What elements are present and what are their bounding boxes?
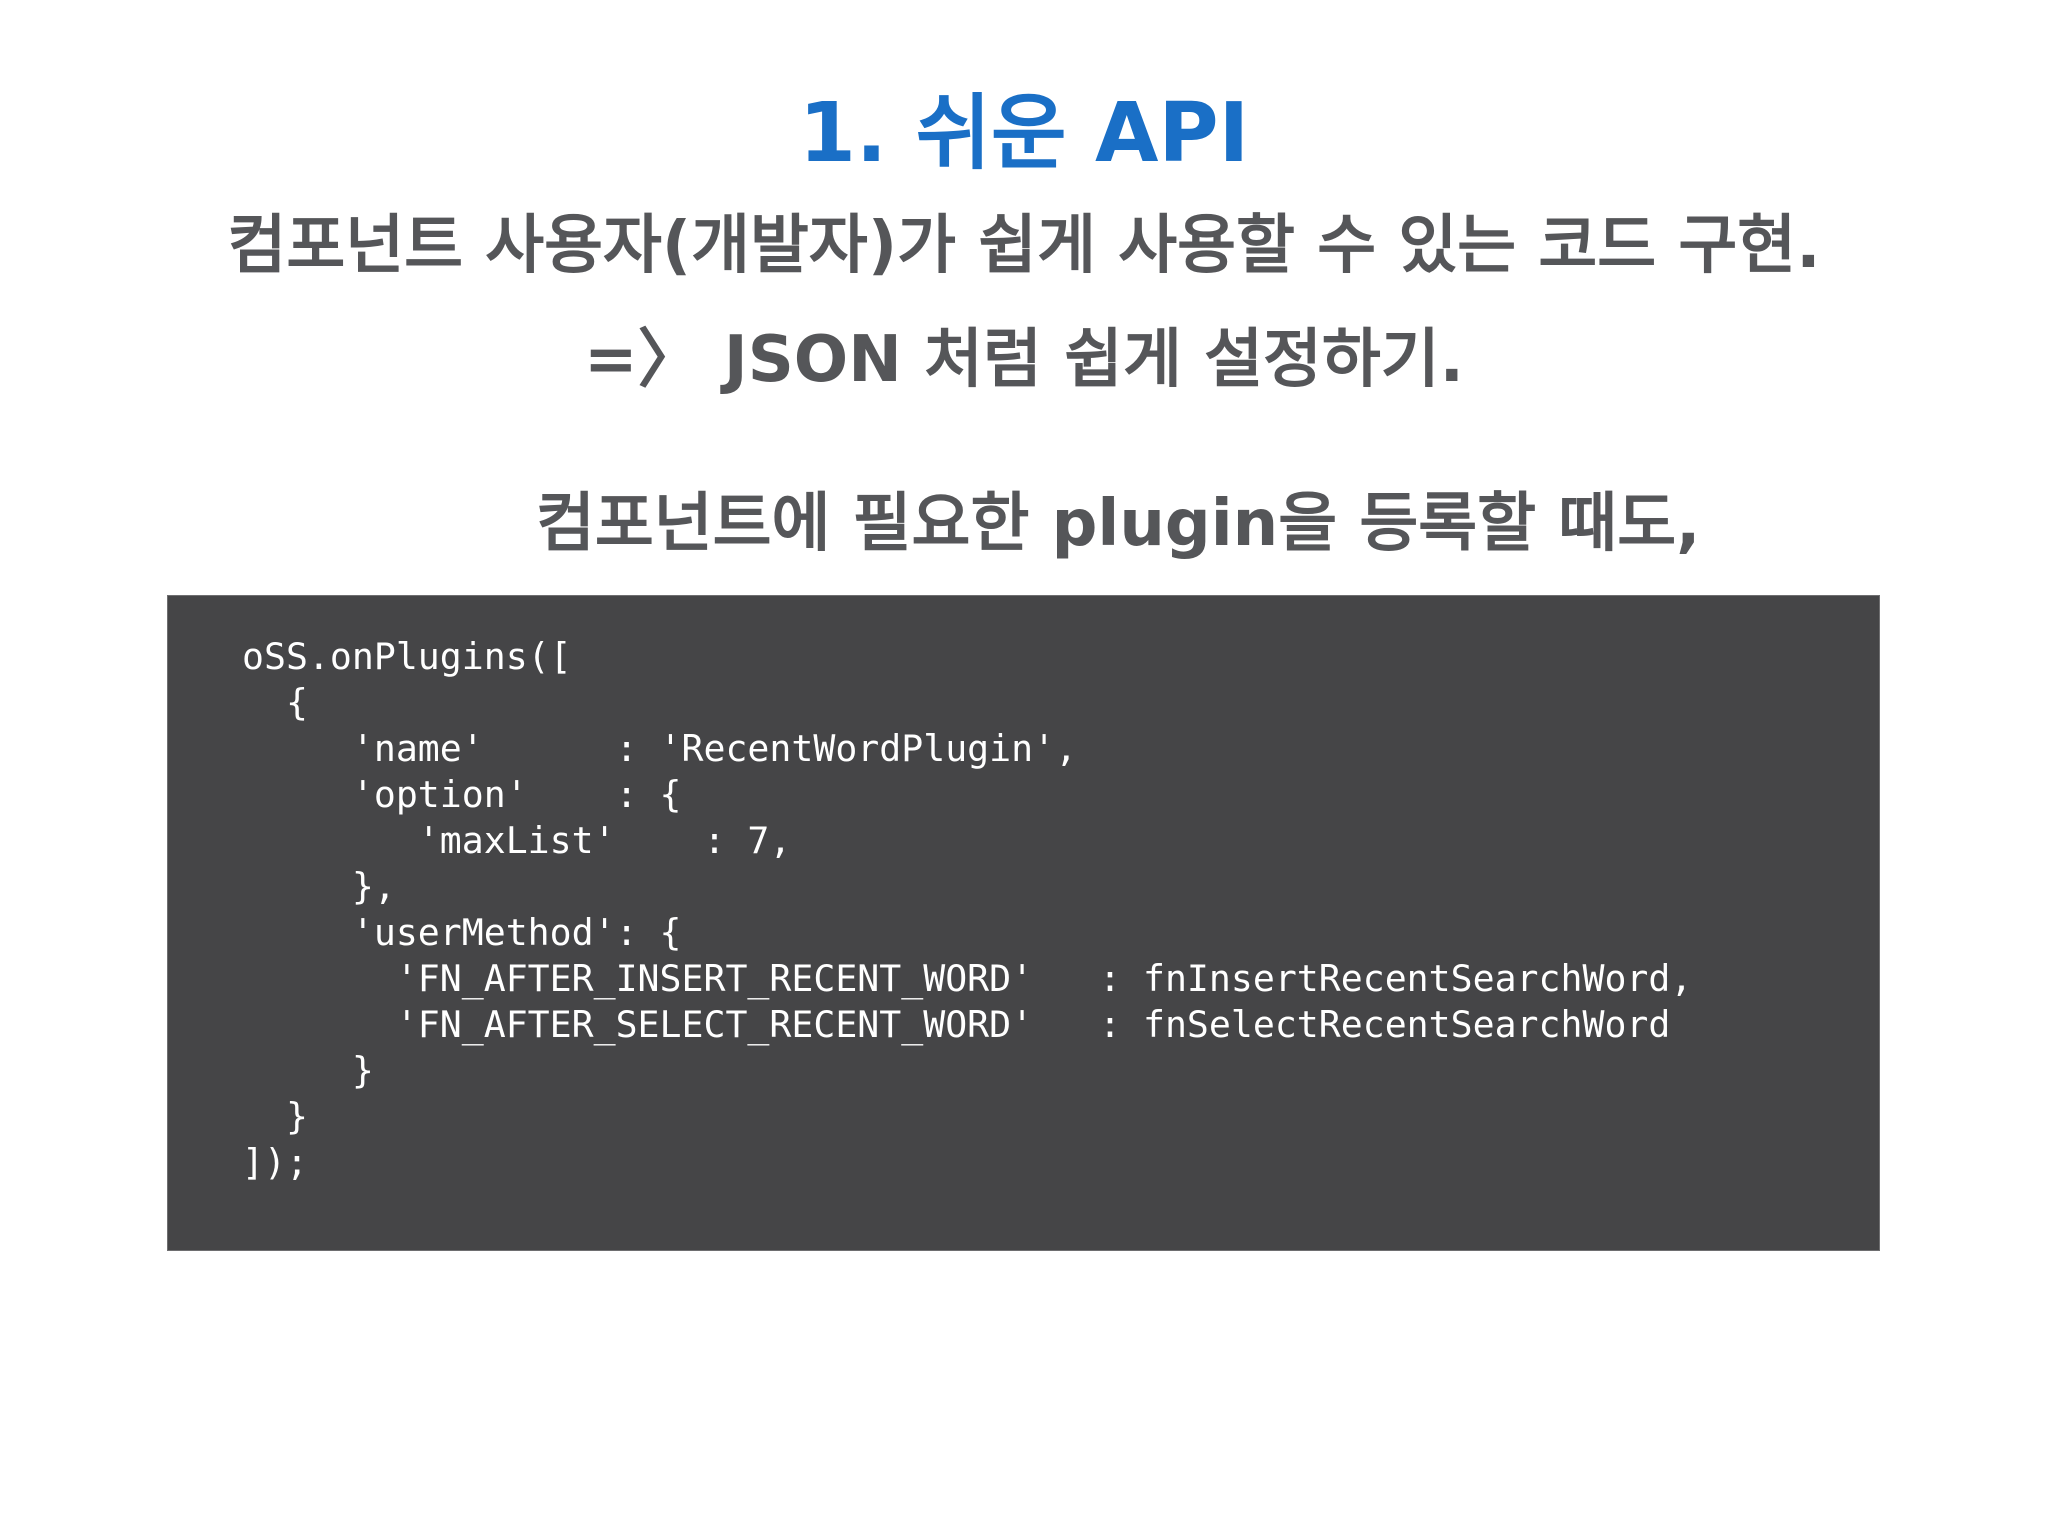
code-line: 'maxList' : 7,	[242, 819, 792, 862]
code-line: }	[242, 1095, 308, 1138]
lead-text: 컴포넌트에 필요한 plugin을 등록할 때도,	[536, 487, 1701, 561]
code-line: 'name' : 'RecentWordPlugin',	[242, 727, 1078, 770]
code-line: ]);	[242, 1141, 308, 1184]
subtitle-line-2: =〉 JSON 처럼 쉽게 설정하기.	[584, 323, 1464, 397]
code-line: {	[242, 681, 308, 724]
code-line: },	[242, 865, 396, 908]
code-line: 'userMethod': {	[242, 911, 682, 954]
code-content: oSS.onPlugins([ { 'name' : 'RecentWordPl…	[242, 634, 1692, 1186]
code-line: 'option' : {	[242, 773, 682, 816]
code-line: oSS.onPlugins([	[242, 635, 572, 678]
code-line: 'FN_AFTER_SELECT_RECENT_WORD' : fnSelect…	[242, 1003, 1671, 1046]
code-block: oSS.onPlugins([ { 'name' : 'RecentWordPl…	[167, 595, 1880, 1251]
subtitle-line-1: 컴포넌트 사용자(개발자)가 쉽게 사용할 수 있는 코드 구현.	[227, 209, 1821, 283]
slide-title: 1. 쉬운 API	[798, 86, 1250, 181]
code-line: 'FN_AFTER_INSERT_RECENT_WORD' : fnInsert…	[242, 957, 1693, 1000]
code-line: }	[242, 1049, 374, 1092]
